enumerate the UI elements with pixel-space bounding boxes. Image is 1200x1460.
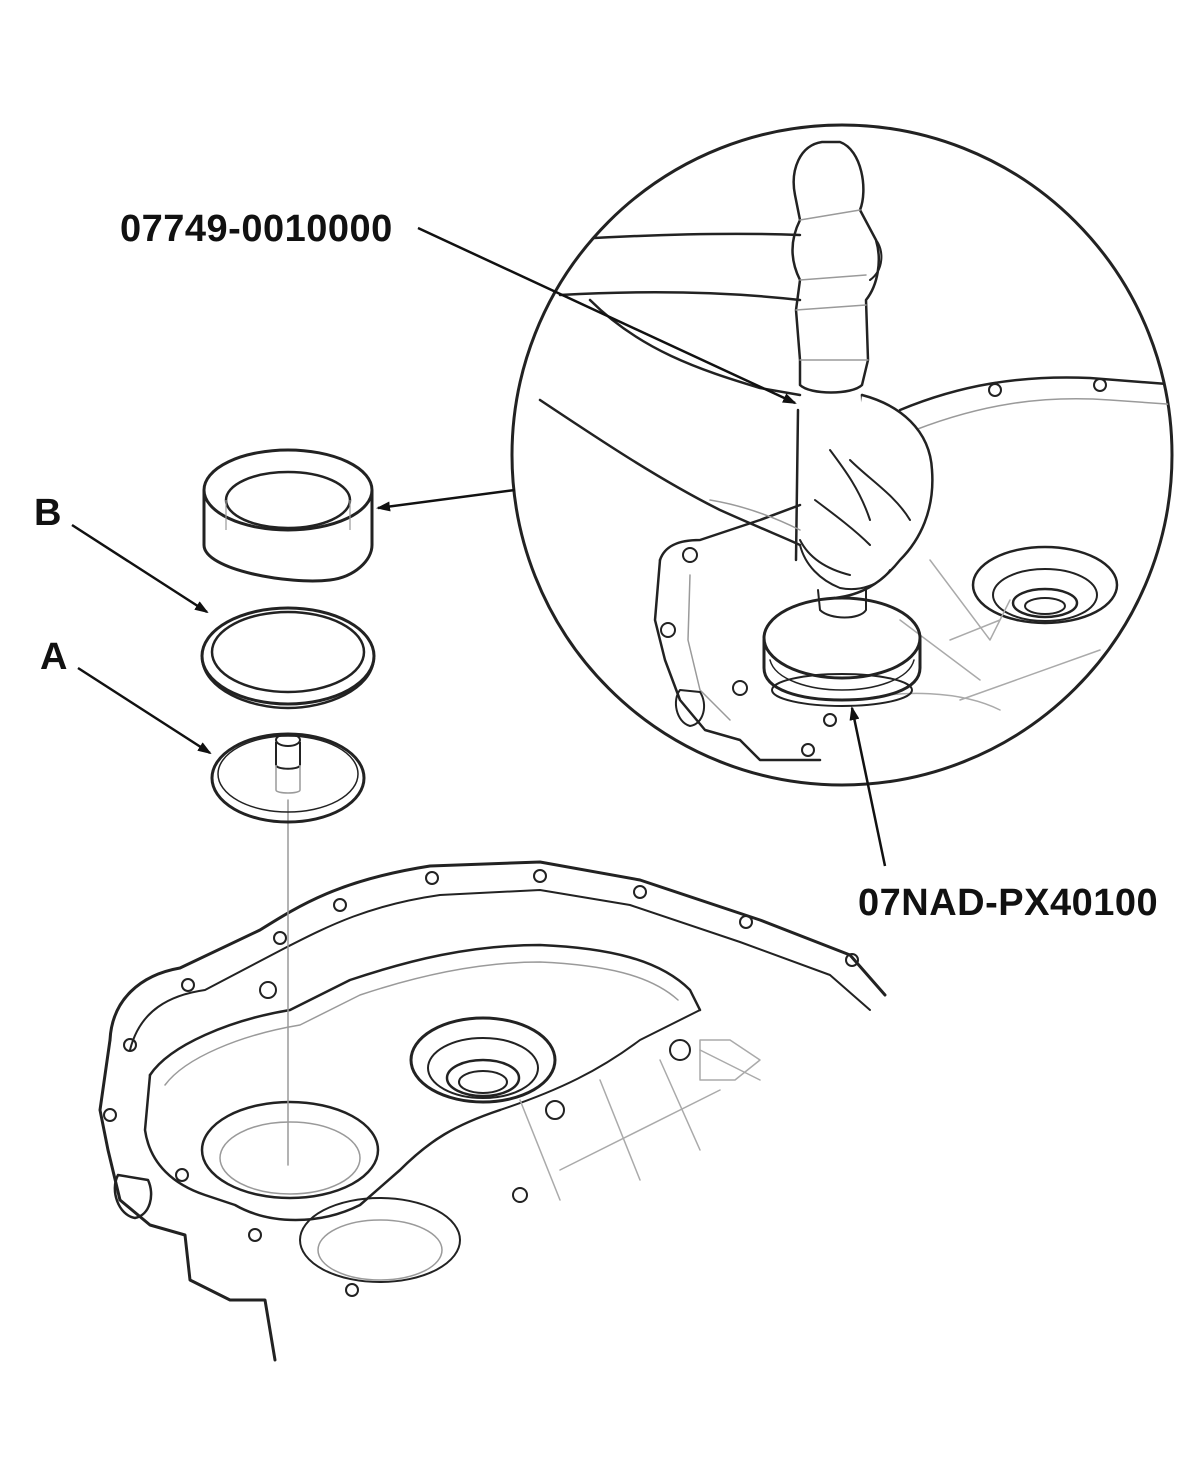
detail-pointer-arrow	[376, 488, 516, 512]
part-b-ring	[200, 606, 376, 710]
transmission-case	[98, 799, 887, 1362]
leader-part-b	[71, 523, 209, 614]
leader-lines	[71, 226, 887, 867]
detail-view	[510, 123, 1174, 787]
callout-lower-tool-number: 07NAD-PX40100	[858, 882, 1159, 924]
callout-part-a: A	[40, 636, 68, 678]
leader-upper-tool	[417, 226, 797, 405]
callout-part-b: B	[34, 492, 62, 534]
leader-lower-tool	[849, 706, 887, 867]
part-a-driver	[210, 732, 366, 824]
leader-part-a	[77, 666, 212, 755]
callout-upper-tool-number: 07749-0010000	[120, 208, 393, 250]
installer-ring	[202, 448, 374, 583]
